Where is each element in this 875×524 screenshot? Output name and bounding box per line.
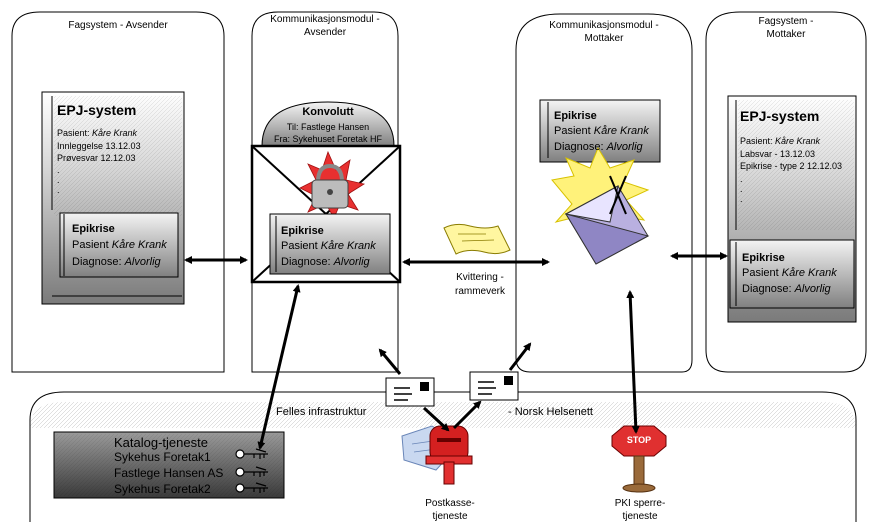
infrastruktur-label-right: - Norsk Helsenett: [508, 406, 593, 418]
epj-dot: .: [740, 174, 743, 184]
opened-envelope-icon: [551, 146, 650, 265]
mailbox-icon: [401, 425, 473, 485]
epj-document-mottaker: [727, 95, 857, 323]
letter-icon-left: [385, 377, 435, 407]
epj-line2-avsender: Prøvesvar 12.12.03: [57, 153, 136, 163]
konvolutt-til: Til: Fastlege Hansen: [286, 122, 370, 132]
column-title-fagsystem-avsender: Fagsystem - Avsender: [68, 20, 168, 31]
column-title-kommunikasjon-mottaker-line2: Mottaker: [584, 33, 624, 44]
postkasse-label-line2: tjeneste: [432, 511, 468, 522]
epj-line1-mottaker: Labsvar - 13.12.03: [740, 149, 816, 159]
column-title-fagsystem-mottaker-line1: Fagsystem -: [758, 16, 814, 27]
epj-document-avsender: [41, 91, 185, 305]
epikrise-diagnose-mottaker: Diagnose: Alvorlig: [742, 283, 831, 295]
flow-arrows: [184, 252, 728, 450]
arrow-envelope-to-katalog: [257, 284, 301, 450]
column-title-fagsystem-mottaker-line2: Mottaker: [766, 29, 806, 40]
arrow-module-to-pki: [626, 290, 640, 434]
epj-title-avsender: EPJ-system: [57, 102, 137, 118]
epj-pasient-mottaker: Pasient: Kåre Krank: [740, 136, 821, 146]
epikrise-pasient-avsender: Pasient Kåre Krank: [72, 239, 167, 251]
katalog-tjeneste-box: [53, 431, 285, 499]
katalog-entry: Sykehus Foretak2: [114, 482, 211, 496]
arrow-letter-to-mottaker: [508, 342, 532, 371]
pki-label-line2: tjeneste: [622, 511, 658, 522]
letter-icon-right: [469, 371, 519, 401]
konvolutt-fra: Fra: Sykehuset Foretak HF: [273, 134, 383, 144]
stop-sign-icon: [611, 425, 667, 493]
column-title-kommunikasjon-avsender-line1: Kommunikasjonsmodul -: [270, 14, 380, 25]
epj-title-mottaker: EPJ-system: [740, 108, 820, 124]
epikrise-title-avsender: Epikrise: [72, 223, 115, 235]
katalog-entry: Sykehus Foretak1: [114, 450, 211, 464]
konvolutt-title: Konvolutt: [302, 106, 354, 118]
katalog-entry: Fastlege Hansen AS: [114, 466, 224, 480]
epikrise-pasient-mottaker-module: Pasient Kåre Krank: [554, 125, 649, 137]
epj-dot: .: [740, 184, 743, 194]
epikrise-pasient-envelope: Pasient Kåre Krank: [281, 240, 376, 252]
kvittering-label-line2: rammeverk: [454, 286, 505, 297]
epj-dot: .: [57, 175, 60, 185]
konvolutt-envelope: [250, 101, 402, 284]
column-title-kommunikasjon-mottaker-line1: Kommunikasjonsmodul -: [549, 20, 659, 31]
epj-dot: .: [57, 165, 60, 175]
epikrise-diagnose-envelope: Diagnose: Alvorlig: [281, 256, 370, 268]
arrow-letter-to-avsender: [378, 348, 402, 375]
epikrise-diagnose-mottaker-module: Diagnose: Alvorlig: [554, 141, 643, 153]
katalog-title: Katalog-tjeneste: [114, 435, 208, 450]
kvittering-label-line1: Kvittering -: [456, 272, 504, 283]
column-title-kommunikasjon-avsender-line2: Avsender: [303, 27, 347, 38]
epikrise-title-envelope: Epikrise: [281, 225, 324, 237]
epj-line2-mottaker: Epikrise - type 2 12.12.03: [740, 161, 843, 171]
epj-pasient-avsender: Pasient: Kåre Krank: [57, 128, 138, 138]
note-icon: [443, 223, 511, 255]
arrow-postkasse-to-letter: [452, 400, 482, 430]
stop-sign-text: STOP: [626, 435, 652, 445]
epikrise-pasient-mottaker: Pasient Kåre Krank: [742, 267, 837, 279]
epikrise-title-mottaker-module: Epikrise: [554, 110, 597, 122]
postkasse-label-line1: Postkasse-: [425, 498, 475, 509]
epj-dot: .: [740, 194, 743, 204]
epj-line1-avsender: Innleggelse 13.12.03: [57, 141, 141, 151]
arrow-letter-to-postkasse: [422, 406, 450, 432]
epikrise-diagnose-avsender: Diagnose: Alvorlig: [72, 256, 161, 268]
key-icons: [235, 448, 268, 493]
infrastruktur-label-left: Felles infrastruktur: [276, 406, 367, 418]
epikrise-title-mottaker: Epikrise: [742, 252, 785, 264]
epj-dot: .: [57, 185, 60, 195]
pki-label-line1: PKI sperre-: [614, 498, 666, 509]
